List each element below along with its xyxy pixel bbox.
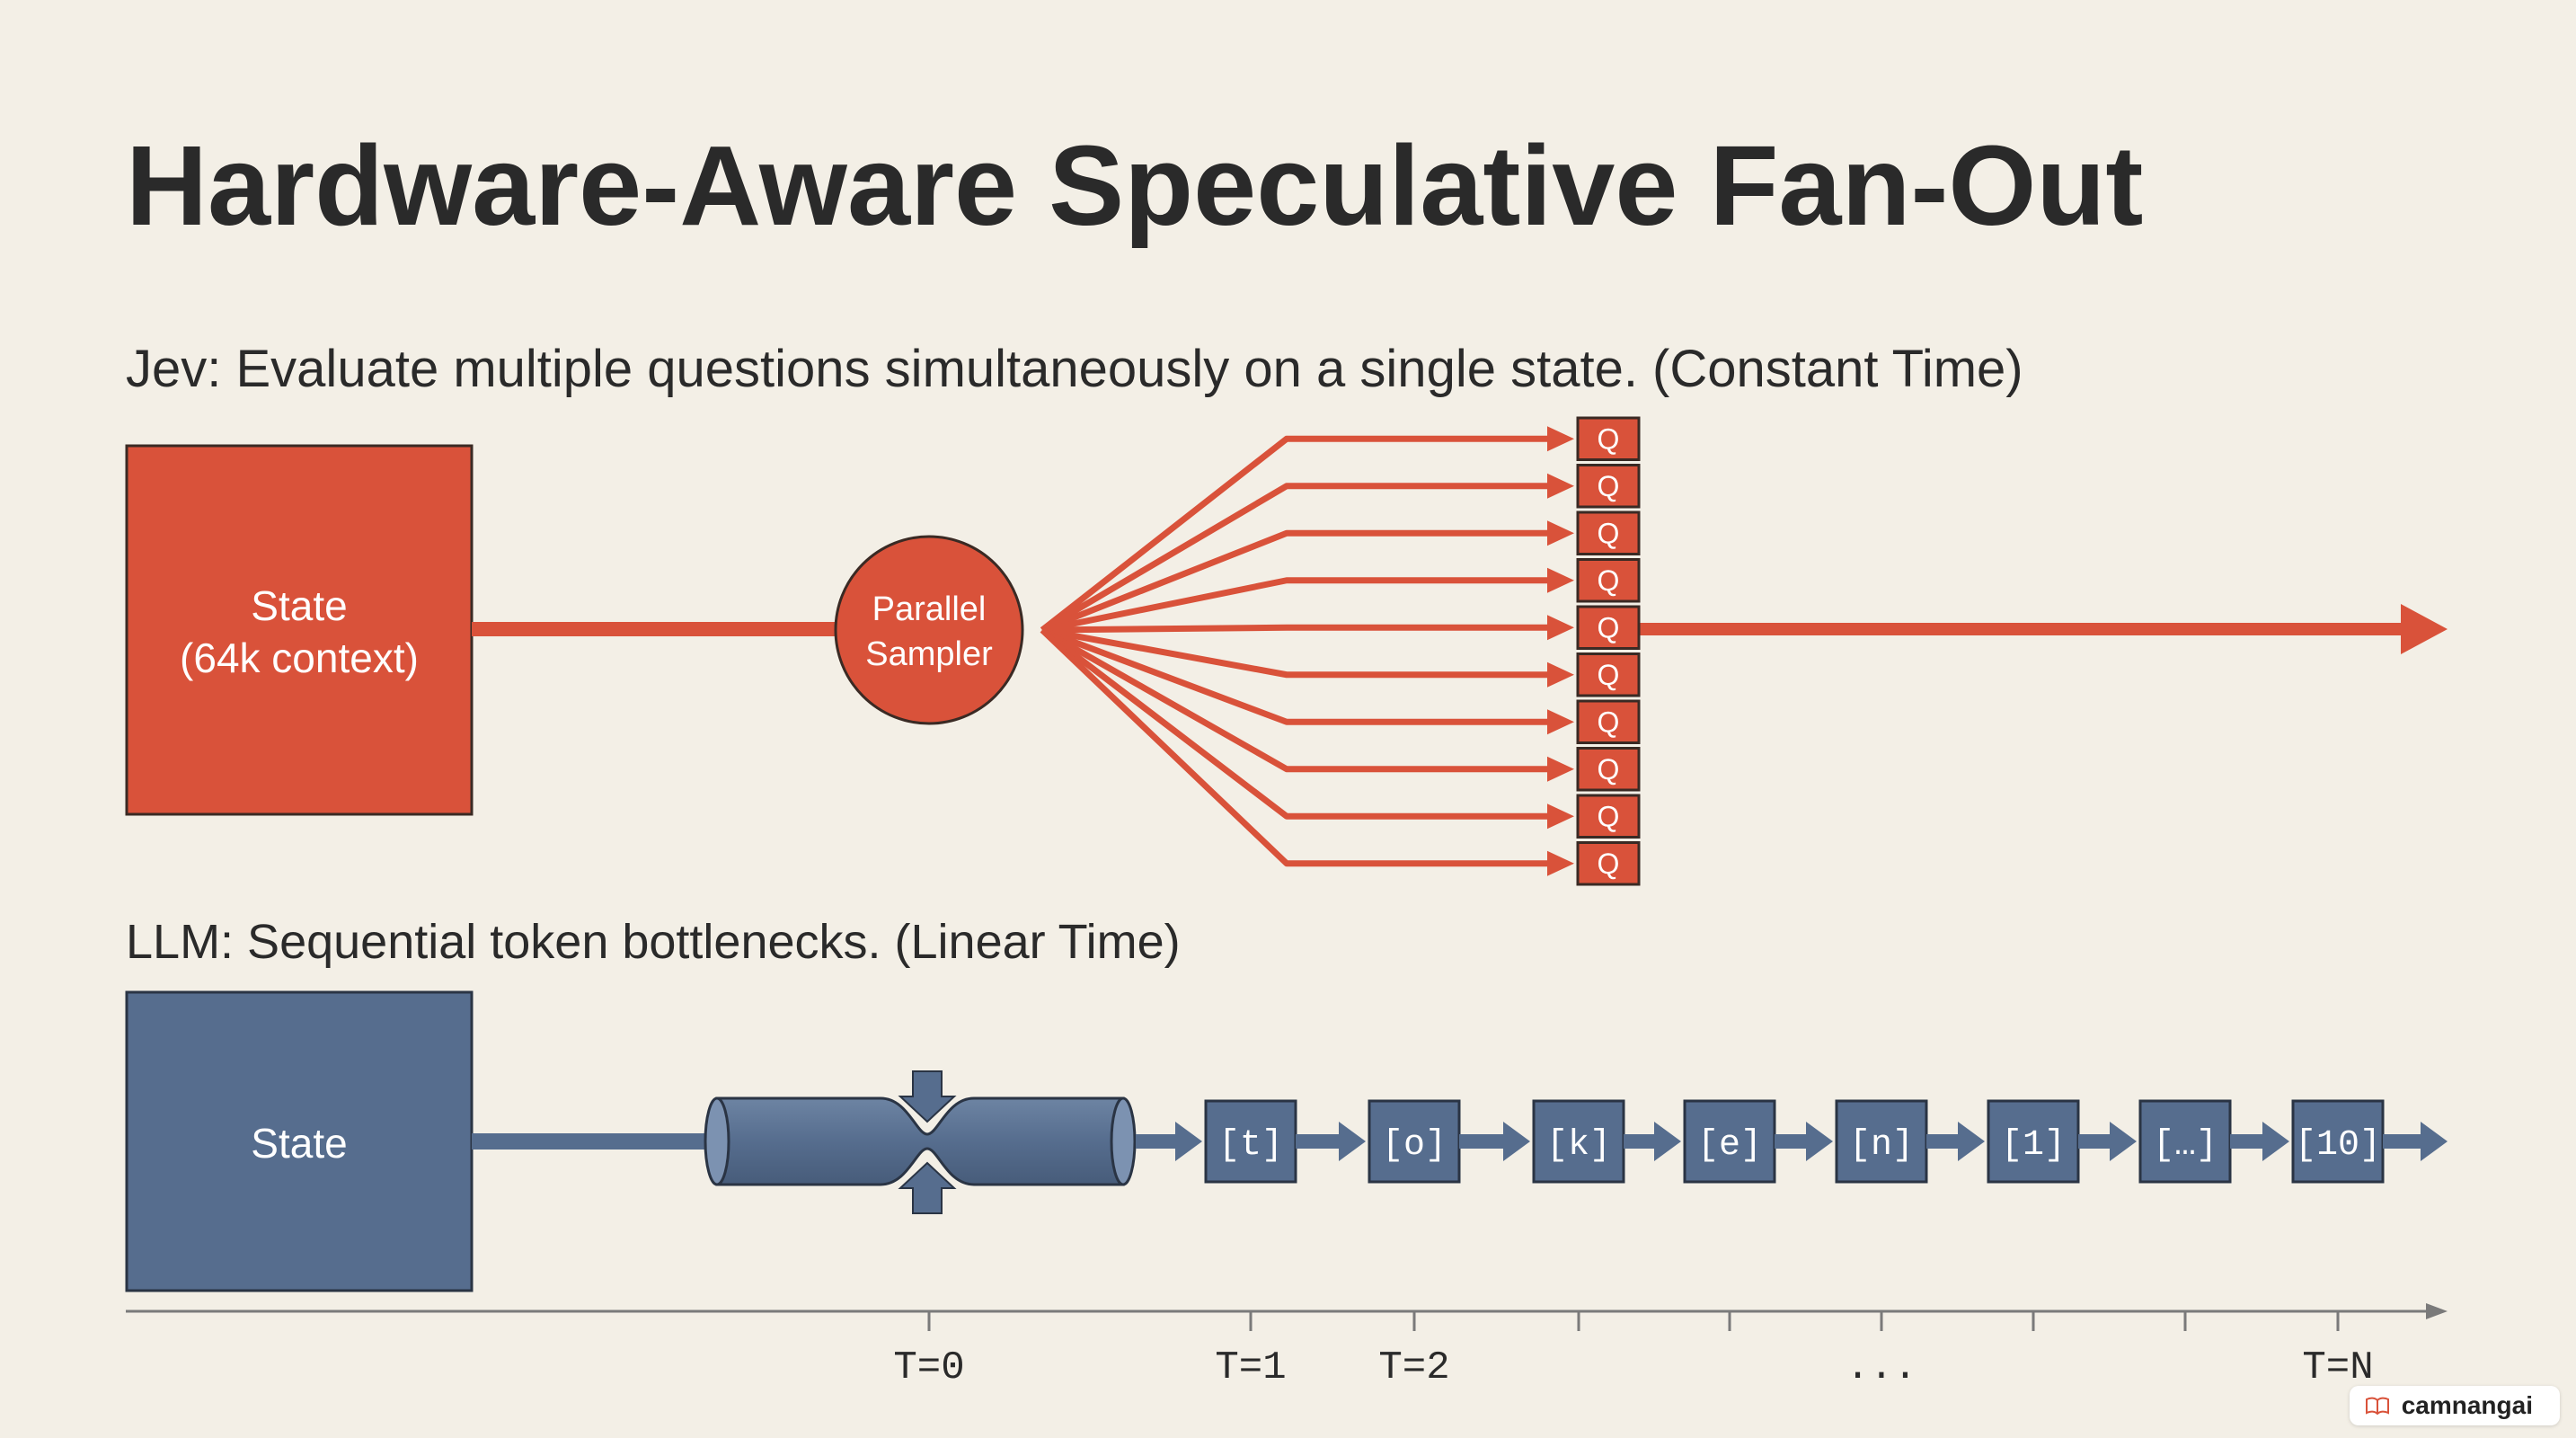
chain-arrowhead — [1503, 1122, 1530, 1161]
llm-caption: LLM: Sequential token bottlenecks. (Line… — [126, 915, 1181, 969]
fan-arrowhead — [1547, 850, 1574, 876]
sampler-label-line1: Parallel — [872, 590, 987, 628]
jev-state-context: (64k context) — [180, 635, 419, 681]
token-chain: [t] [o] [k] [e] [n] [1] […] [10] — [1136, 1099, 2448, 1184]
fan-line — [1041, 624, 1551, 634]
chain-arrowhead — [1339, 1122, 1366, 1161]
fan-arrowhead — [1547, 661, 1574, 688]
question-box: Q — [1576, 699, 1641, 744]
question-label: Q — [1598, 753, 1620, 786]
chain-arrowhead — [1654, 1122, 1681, 1161]
token-box: [1] — [1987, 1099, 2080, 1184]
jev-state-title: State — [251, 582, 347, 629]
question-box: Q — [1576, 464, 1641, 509]
fan-line — [1040, 435, 1551, 633]
token-box: [t] — [1204, 1099, 1297, 1184]
question-box: Q — [1576, 794, 1641, 839]
question-label: Q — [1598, 800, 1620, 832]
question-box: Q — [1576, 416, 1641, 461]
timeline-label: T=0 — [893, 1345, 964, 1390]
fan-arrowhead — [1547, 473, 1574, 499]
question-label: Q — [1598, 470, 1620, 502]
token-box: [10] — [2291, 1099, 2385, 1184]
timeline-label: ... — [1846, 1345, 1917, 1390]
question-label: Q — [1598, 611, 1620, 644]
fan-line — [1040, 483, 1551, 634]
question-box: Q — [1576, 510, 1641, 555]
token-label: [k] — [1546, 1125, 1611, 1166]
token-box: [n] — [1835, 1099, 1928, 1184]
timeline-ticks — [927, 1311, 2340, 1331]
timeline-label: T=1 — [1215, 1345, 1286, 1390]
parallel-sampler: Parallel Sampler — [834, 535, 1024, 725]
token-label: [e] — [1697, 1125, 1762, 1166]
question-box: Q — [1576, 558, 1641, 603]
chain-arrowhead — [2421, 1122, 2448, 1161]
question-label: Q — [1598, 517, 1620, 549]
fan-line — [1040, 529, 1551, 634]
fan-line — [1040, 626, 1551, 773]
squeeze-down-arrow-icon — [898, 1070, 957, 1123]
jev-caption: Jev: Evaluate multiple questions simulta… — [126, 340, 2023, 398]
token-label: [n] — [1849, 1125, 1914, 1166]
token-label: [1] — [2001, 1125, 2066, 1166]
token-bottleneck — [704, 1070, 1137, 1214]
squeeze-up-arrow-icon — [898, 1161, 957, 1214]
question-label: Q — [1598, 848, 1620, 880]
llm-state-label: State — [251, 1120, 347, 1167]
question-box: Q — [1576, 841, 1641, 886]
fan-arrowhead — [1547, 709, 1574, 735]
fan-arrowhead — [1547, 803, 1574, 830]
fan-arrowhead — [1547, 426, 1574, 452]
jev-output-arrowhead — [2401, 604, 2448, 654]
jev-state-box: State (64k context) — [125, 444, 474, 816]
fan-line — [1040, 627, 1551, 820]
fan-line — [1041, 626, 1551, 679]
question-label: Q — [1598, 706, 1620, 738]
question-box: Q — [1576, 747, 1641, 792]
book-icon — [2365, 1397, 2389, 1415]
chain-arrowhead — [2110, 1122, 2137, 1161]
timeline-label: T=2 — [1378, 1345, 1449, 1390]
chain-arrowhead — [1175, 1122, 1202, 1161]
fan-arrowhead — [1547, 615, 1574, 641]
fan-line — [1040, 626, 1551, 725]
fan-line — [1040, 627, 1551, 867]
chain-arrowhead — [2262, 1122, 2289, 1161]
question-box: Q — [1576, 605, 1641, 650]
chain-arrowhead — [1958, 1122, 1985, 1161]
question-box: Q — [1576, 652, 1641, 697]
token-label: […] — [2153, 1125, 2217, 1166]
question-label: Q — [1598, 564, 1620, 597]
token-label: [10] — [2295, 1125, 2381, 1166]
chain-arrowhead — [1806, 1122, 1833, 1161]
page-title: Hardware-Aware Speculative Fan-Out — [126, 122, 2143, 249]
llm-state-box: State — [125, 990, 474, 1292]
token-label: [o] — [1382, 1125, 1447, 1166]
token-box: [e] — [1683, 1099, 1776, 1184]
question-label: Q — [1598, 422, 1620, 455]
question-label: Q — [1598, 659, 1620, 691]
token-box: [k] — [1532, 1099, 1625, 1184]
timeline-label: T=N — [2302, 1345, 2373, 1390]
fan-out-lines — [1040, 426, 1574, 876]
fan-line — [1041, 577, 1551, 634]
sampler-label-line2: Sampler — [865, 635, 993, 673]
token-box: [o] — [1368, 1099, 1461, 1184]
watermark-badge: camnangai — [2349, 1386, 2560, 1425]
timeline-labels: T=0 T=1 T=2... T=N — [893, 1345, 2373, 1390]
token-box: […] — [2138, 1099, 2232, 1184]
watermark-text: camnangai — [2401, 1391, 2533, 1419]
token-label: [t] — [1218, 1125, 1283, 1166]
fan-arrowhead — [1547, 756, 1574, 782]
timeline-axis — [126, 1303, 2448, 1319]
fan-arrowhead — [1547, 520, 1574, 546]
fan-arrowhead — [1547, 567, 1574, 593]
